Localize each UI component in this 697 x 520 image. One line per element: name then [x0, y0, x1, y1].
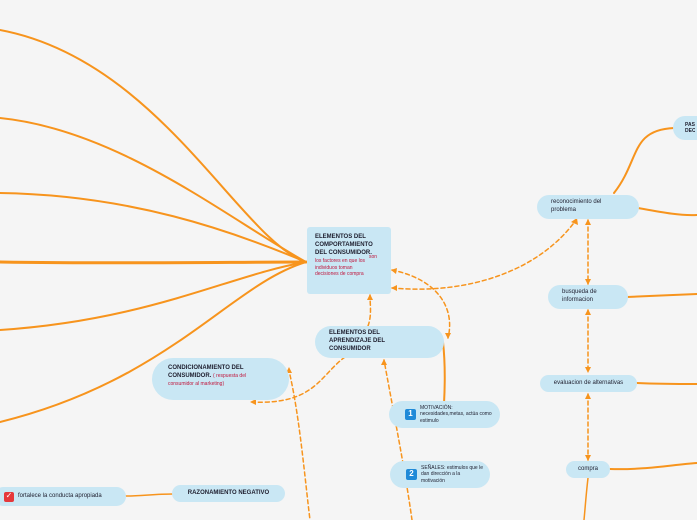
branch-line-6	[0, 261, 307, 423]
node-comportamiento-side: son	[368, 254, 377, 260]
arrowhead-busqueda-up	[585, 219, 591, 225]
branch-line-2	[0, 117, 307, 263]
branch-razonamiento-fortalece	[124, 493, 174, 497]
node-pasos[interactable]: PAS DEC	[673, 116, 697, 140]
checkmark-icon: ✓	[4, 491, 14, 502]
node-condicionamiento[interactable]: CONDICIONAMIENTO DEL CONSUMIDOR. ( respu…	[152, 358, 289, 400]
arrowhead-reconocimiento	[571, 218, 578, 225]
node-senales-text: SEÑALES: estimulos que le dan dirección …	[421, 464, 483, 484]
node-reconocimiento-text: reconocimiento del problema	[551, 199, 602, 213]
arrowhead-aprendizaje	[445, 333, 451, 339]
node-busqueda-text: busqueda de informacion	[562, 289, 597, 303]
branch-reconocimiento-pasos	[613, 127, 675, 194]
node-motivacion[interactable]: 1 MOTIVACIÓN: necesidades,metas, actúa c…	[389, 401, 500, 428]
node-senales[interactable]: 2 SEÑALES: estimulos que le dan direcció…	[390, 461, 490, 488]
node-razonamiento-title: RAZONAMIENTO NEGATIVO	[187, 489, 270, 496]
arrowhead-aprendizaje-bottom	[381, 359, 387, 365]
node-busqueda[interactable]: busqueda de informacion	[548, 285, 628, 309]
arrowhead-compra-up	[585, 393, 591, 399]
dashed-main-aprendizaje	[391, 269, 451, 339]
node-compra-text: compra	[577, 465, 598, 472]
number-two-icon: 2	[406, 469, 417, 480]
arrowhead-main-top	[391, 268, 397, 274]
branch-evaluacion-right	[636, 382, 697, 385]
node-evaluacion[interactable]: evaluacion de alternativas	[540, 375, 637, 392]
dashed-condicionamiento-down	[289, 374, 311, 520]
node-comportamiento-desc: los factores en que los individuos toman…	[315, 258, 366, 278]
node-aprendizaje[interactable]: ELEMENTOS DEL APRENDIZAJE DEL CONSUMIDOR	[315, 326, 444, 358]
dashed-aprendizaje-condicionamiento	[251, 356, 346, 403]
branch-line-5	[0, 261, 307, 331]
number-one-icon: 1	[405, 409, 416, 420]
branch-reconocimiento-right	[637, 207, 697, 217]
branch-line-3	[0, 192, 307, 263]
arrowhead-main-bottom	[367, 294, 373, 300]
node-motivacion-text: MOTIVACIÓN: necesidades,metas, actúa com…	[420, 404, 492, 424]
node-comportamiento-title: ELEMENTOS DEL COMPORTAMIENTO DEL CONSUMI…	[315, 234, 373, 256]
dashed-main-reconocimiento	[391, 219, 577, 290]
arrowhead-evaluacion-down	[585, 367, 591, 373]
branch-aprendizaje-motivacion	[442, 341, 446, 405]
node-condicionamiento-title: CONDICIONAMIENTO DEL CONSUMIDOR.	[168, 365, 244, 379]
branch-line-4	[0, 260, 308, 265]
node-fortalece[interactable]: ✓ fortalece la conducta apropiada	[0, 487, 126, 506]
node-comportamiento[interactable]: ELEMENTOS DEL COMPORTAMIENTO DEL CONSUMI…	[307, 227, 391, 294]
dashed-senales-aprendizaje	[383, 359, 413, 520]
arrowhead-busqueda-down	[585, 279, 591, 285]
node-pasos-text: PAS DEC	[685, 121, 695, 135]
arrowhead-compra-down	[585, 455, 591, 461]
node-razonamiento[interactable]: RAZONAMIENTO NEGATIVO	[172, 485, 285, 502]
node-compra[interactable]: compra	[566, 461, 610, 478]
node-aprendizaje-title: ELEMENTOS DEL APRENDIZAJE DEL CONSUMIDOR	[329, 330, 385, 352]
branch-line-1	[0, 29, 307, 263]
node-evaluacion-text: evaluacion de alternativas	[553, 379, 624, 386]
arrowhead-condicionamiento	[250, 399, 256, 405]
node-fortalece-text: fortalece la conducta apropiada	[18, 492, 102, 499]
arrowhead-main-right	[391, 285, 397, 291]
branch-busqueda-right	[626, 293, 697, 298]
node-reconocimiento[interactable]: reconocimiento del problema	[537, 195, 639, 219]
branch-compra-right	[609, 462, 697, 471]
node-condicionamiento-note: ( respuesta del consumidor al marketing)	[168, 372, 247, 387]
branch-compra-down	[583, 477, 589, 520]
arrowhead-evaluacion-up	[585, 309, 591, 315]
